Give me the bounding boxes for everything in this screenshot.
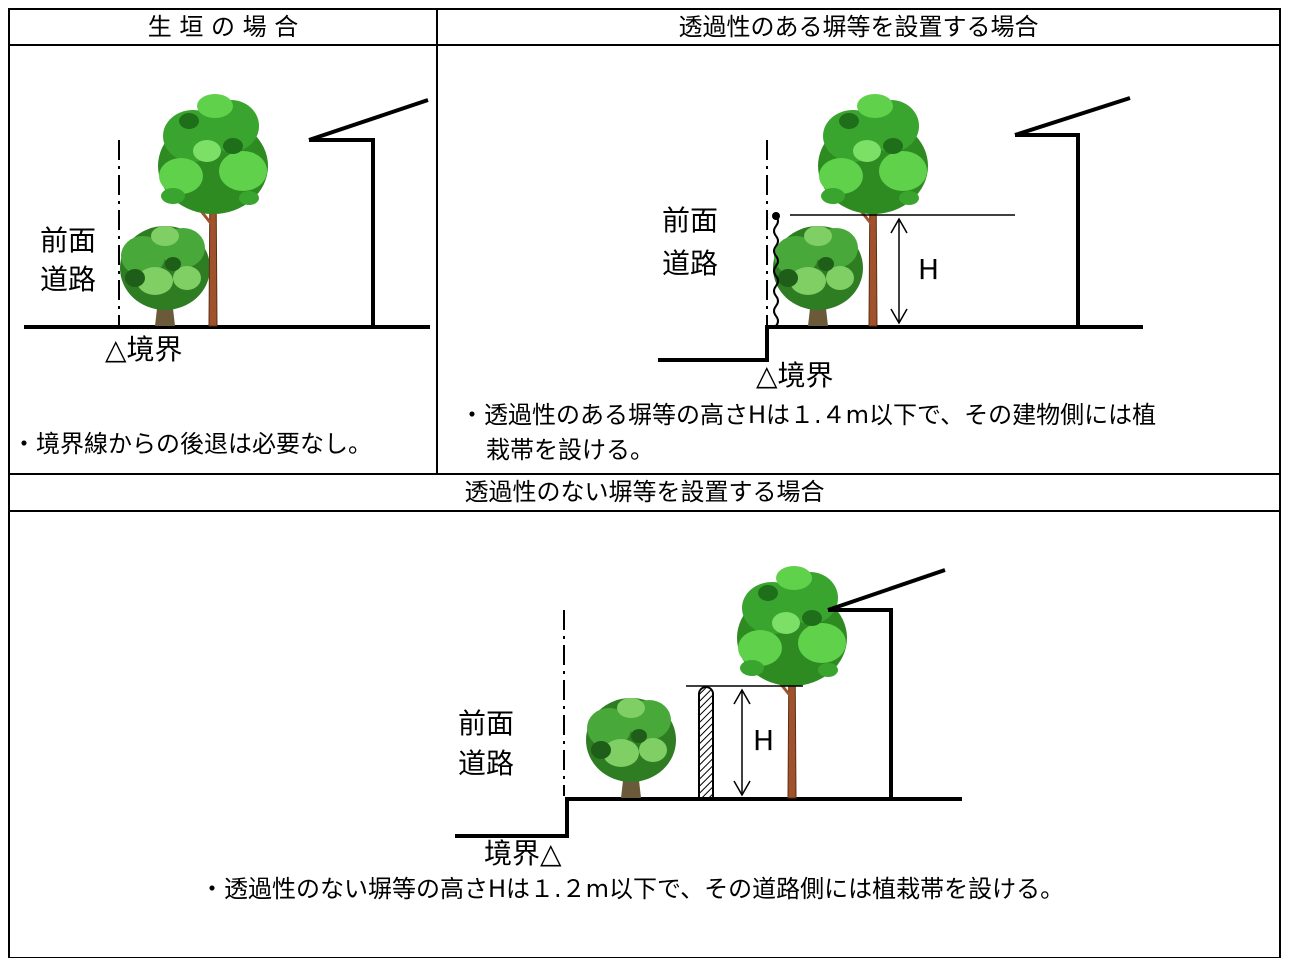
label-height-h: H (918, 253, 940, 286)
note-hedge: ・境界線からの後退は必要なし。 (12, 430, 372, 458)
shrub-icon (118, 224, 212, 328)
label-front-road-2: 道路 (662, 247, 719, 280)
label-boundary: △境界 (756, 359, 834, 392)
opaque-fence (698, 686, 714, 799)
label-boundary: 境界△ (484, 837, 562, 870)
label-front-road: 前面 (40, 224, 97, 257)
tree-icon (735, 564, 849, 800)
height-arrow (890, 217, 908, 325)
height-arrow (733, 688, 751, 797)
building-roof (827, 568, 946, 612)
building-roof (1014, 96, 1131, 137)
note-transparent-line1: ・透過性のある塀等の高さHは１.４m以下で、その建物側には植 (460, 401, 1157, 429)
fence-cap (772, 212, 780, 220)
header-hedge: 生 垣 の 場 合 (147, 13, 299, 41)
building-roof (308, 98, 429, 142)
label-front-road-2: 道路 (40, 263, 97, 296)
shrub-icon (771, 224, 865, 328)
shrub-icon (584, 696, 678, 800)
building-wall (1015, 133, 1080, 327)
label-front-road: 前面 (662, 204, 719, 237)
ground-step-line (455, 797, 962, 838)
label-front-road-2: 道路 (458, 747, 515, 780)
building-wall (828, 608, 893, 799)
header-transparent: 透過性のある塀等を設置する場合 (678, 13, 1039, 41)
panel-hedge-drawing (24, 92, 430, 329)
ground-step-line (658, 325, 1143, 362)
building-wall (309, 138, 375, 327)
note-opaque: ・透過性のない塀等の高さHは１.２m以下で、その道路側には植栽帯を設ける。 (200, 875, 1065, 903)
transparent-fence (773, 215, 779, 327)
header-opaque: 透過性のない塀等を設置する場合 (464, 478, 825, 506)
note-transparent-line2: 栽帯を設ける。 (486, 436, 654, 464)
label-front-road: 前面 (458, 707, 515, 740)
panel-opaque-drawing (455, 564, 962, 838)
label-boundary: △境界 (105, 333, 183, 366)
panel-transparent-drawing (658, 92, 1143, 362)
label-height-h: H (753, 724, 775, 757)
